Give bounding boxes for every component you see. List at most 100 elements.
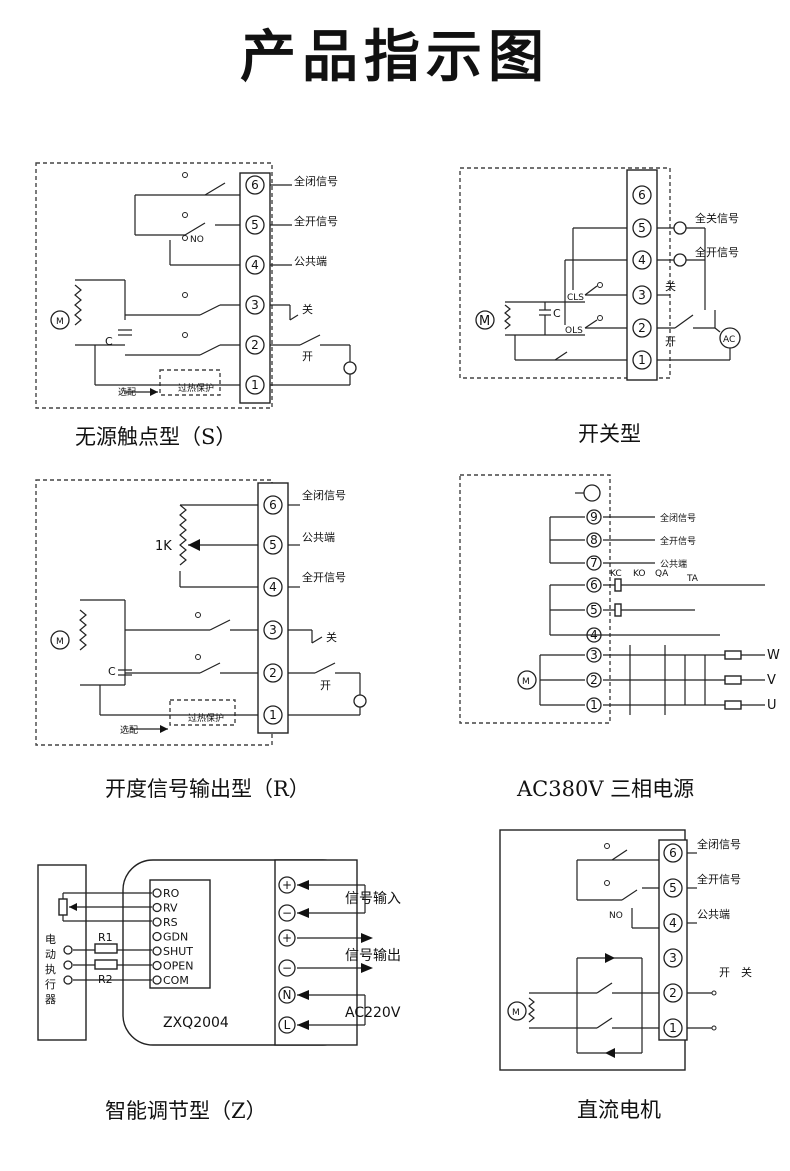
z-pin-circle (152, 960, 162, 971)
sw-label-cap: C (553, 307, 561, 320)
caption-ac380-type: AC380V 三相电源 (517, 777, 695, 801)
s_type-terminal: 1 (251, 378, 259, 392)
dc_motor-terminal: 6 (669, 846, 677, 860)
ac380_type-terminal-circle (586, 532, 602, 548)
ac380_type-terminal: 7 (590, 556, 598, 570)
s-label-t4: 公共端 (294, 255, 327, 268)
switch_type-terminal-circle (632, 185, 652, 205)
s_type-terminal: 2 (251, 338, 259, 352)
ac-label-kc: KC (610, 569, 622, 579)
z-terminal: + (282, 931, 292, 945)
sw-label-t5: 全关信号 (695, 211, 739, 225)
z-pin-circle (152, 917, 162, 927)
s-label-t3: 关 (302, 302, 313, 316)
dc-motor-icon: M (512, 1008, 520, 1018)
z-terminal: − (282, 906, 292, 920)
z-model-label: ZXQ2004 (163, 1015, 229, 1031)
sw-label-t4: 全开信号 (695, 245, 739, 259)
r-label-overheat: 过热保护 (188, 712, 224, 724)
s_type-terminal: 3 (251, 298, 259, 312)
ac-label-v: V (767, 673, 776, 688)
lamp-icon (673, 253, 687, 267)
sw-motor-icon: M (479, 314, 490, 329)
s-label-no: NO (190, 235, 204, 245)
ac-label-t9: 全闭信号 (660, 512, 696, 524)
z-terminal: − (282, 961, 292, 975)
ac-motor-icon: M (522, 677, 530, 687)
switch_type-terminal: 2 (638, 321, 646, 335)
s-label-option: 选配 (118, 386, 136, 398)
z-actuator-char: 器 (45, 993, 56, 1006)
z-terminal-circle (278, 929, 296, 947)
dc_motor-terminal-circle (663, 983, 683, 1003)
caption-dc-motor: 直流电机 (577, 1098, 661, 1122)
dc_motor-terminal-circle (663, 878, 683, 898)
r_type-terminal-circle (263, 577, 283, 597)
z-actuator-char: 执 (45, 962, 56, 976)
z-actuator-terminal (63, 945, 73, 955)
z-terminal-circle (278, 876, 296, 894)
r_type-terminal: 1 (269, 708, 277, 722)
z-terminal-circle (278, 959, 296, 977)
dc-label-t5: 全开信号 (697, 872, 741, 886)
dc_motor-terminal: 3 (669, 951, 677, 965)
switch_type-terminal: 5 (638, 221, 646, 235)
ac-label-w: W (767, 648, 780, 663)
ac380_type-terminal-circle (586, 555, 602, 571)
ac-label-t7: 公共端 (660, 558, 687, 570)
dc-label-no: NO (609, 911, 623, 921)
z-actuator-char: 动 (45, 948, 56, 961)
r_type-terminal-circle (263, 705, 283, 725)
switch_type-terminal: 6 (638, 188, 646, 202)
switch_type-terminal-circle (632, 318, 652, 338)
z-pin-circle (152, 946, 162, 956)
z-pin-label: GDN (163, 931, 188, 944)
z-terminal: + (282, 878, 292, 892)
s-motor-icon: M (56, 317, 64, 327)
r-label-cap: C (108, 665, 116, 678)
r-label-option: 选配 (120, 724, 138, 736)
z-pin-label: RV (163, 902, 178, 915)
s-label-cap: C (105, 335, 113, 348)
z-actuator-char: 行 (45, 978, 56, 991)
ac-label-qa: QA (655, 569, 669, 579)
ac380_type-terminal-circle (586, 577, 602, 593)
dc_motor-terminal: 5 (669, 881, 677, 895)
dc_motor-terminal: 2 (669, 986, 677, 1000)
r_type-terminal: 4 (269, 580, 277, 594)
z-pin-label: SHUT (163, 945, 193, 958)
dc_motor-terminal-circle (663, 843, 683, 863)
z-label-signal-out: 信号输出 (345, 948, 401, 964)
r-label-t2: 开 (320, 679, 331, 692)
dc_motor-terminal: 1 (669, 1021, 677, 1035)
dc_motor-terminal-circle (663, 1018, 683, 1038)
sw-label-cls: CLS (567, 293, 584, 303)
s_type-terminal: 5 (251, 218, 259, 232)
z-pin-label: OPEN (163, 960, 193, 973)
switch_type-terminal: 1 (638, 353, 646, 367)
z-terminal-circle (278, 1016, 296, 1034)
z-label-signal-in: 信号输入 (345, 891, 401, 907)
r-motor-icon: M (56, 637, 64, 647)
lamp-icon (673, 221, 687, 235)
r_type-terminal: 2 (269, 666, 277, 680)
r-label-t3: 关 (326, 630, 337, 644)
r_type-terminal-circle (263, 663, 283, 683)
s_type-terminal-circle (245, 335, 265, 355)
ac380_type-terminal: 6 (590, 578, 598, 592)
r_type-terminal-circle (263, 620, 283, 640)
dc-label-t6: 全闭信号 (697, 837, 741, 851)
ac380_type-terminal: 9 (590, 510, 598, 524)
z-terminal-circle (278, 904, 296, 922)
r_type-terminal: 6 (269, 498, 277, 512)
ac380_type-terminal: 3 (590, 648, 598, 662)
s_type-terminal-circle (245, 255, 265, 275)
